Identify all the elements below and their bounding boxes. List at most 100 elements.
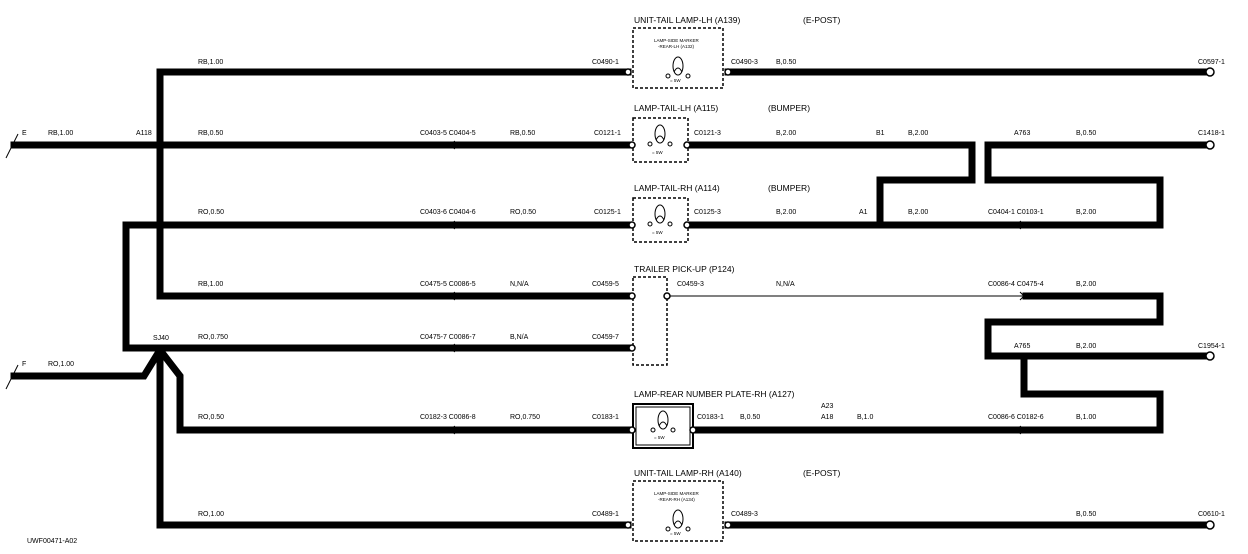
splice-label: A1	[859, 209, 868, 216]
wire-row7-left	[156, 346, 632, 529]
connector-pin	[628, 221, 636, 229]
tail-lamp-rh-epost-box	[632, 480, 724, 542]
inline-connector	[453, 140, 459, 150]
labels: UNIT-TAIL LAMP-LH (A139) (E-POST) LAMP-S…	[22, 15, 1225, 545]
connector-label: C0459-3	[677, 281, 704, 288]
connector-label: C0475-5 C0086-5	[420, 281, 476, 288]
splice-a765	[1020, 352, 1028, 360]
ground-terminal	[1205, 351, 1215, 361]
connector-label: C0403-6 C0404-6	[420, 209, 476, 216]
connector-label: C0121-3	[694, 130, 721, 137]
connector-pin	[628, 344, 636, 352]
connector-pin	[624, 68, 632, 76]
connector-pin	[724, 521, 732, 529]
ground-terminal	[1205, 520, 1215, 530]
comp-title: UNIT-TAIL LAMP-RH (A140)	[634, 468, 742, 478]
tail-lamp-lh-epost-box	[632, 27, 724, 89]
connector-pin	[628, 426, 636, 434]
ground-terminal	[1205, 140, 1215, 150]
comp-inner: -REAR-RH (A134)	[658, 497, 695, 502]
comp-title: LAMP-TAIL-RH (A114)	[634, 183, 720, 193]
connector-label: C1954-1	[1198, 343, 1225, 350]
wire-label: B,1.0	[857, 414, 873, 421]
wire-label: RO,0.50	[510, 209, 536, 216]
wire-label: RO,1.00	[198, 511, 224, 518]
comp-title: TRAILER PICK-UP (P124)	[634, 264, 735, 274]
wire-label: B,0.50	[776, 59, 796, 66]
connector-label: C0183-1	[592, 414, 619, 421]
inline-connector	[453, 425, 459, 435]
comp-location: (BUMPER)	[768, 103, 810, 113]
connector-label: C0489-3	[731, 511, 758, 518]
connector-pin	[628, 141, 636, 149]
bulb-icon	[665, 509, 691, 532]
bulb-icon	[647, 124, 673, 147]
wire-label: RO,1.00	[48, 361, 74, 368]
wire-label: B,2.00	[908, 209, 928, 216]
connector-label: C0403-5 C0404-5	[420, 130, 476, 137]
wire-row3-left	[122, 221, 636, 352]
wire-label: B,0.50	[1076, 130, 1096, 137]
wire-row6-left	[155, 345, 636, 434]
wire-label: RB,1.00	[198, 281, 223, 288]
connector-label: C0490-3	[731, 59, 758, 66]
bulb-icon	[647, 204, 673, 227]
inline-connector	[1019, 220, 1025, 230]
ground-terminal	[1205, 67, 1215, 77]
connector-label: C0121-1	[594, 130, 621, 137]
connector-label: C0086-4 C0475-4	[988, 281, 1044, 288]
wire-a765-loop	[1020, 352, 1164, 434]
comp-tag: = 5W	[654, 435, 665, 440]
splice-label: A23	[821, 403, 834, 410]
number-plate-lamp-inner	[635, 406, 691, 446]
comp-location: (E-POST)	[803, 15, 840, 25]
bulbs	[647, 56, 691, 532]
input-break-f	[5, 364, 19, 390]
splice-a23	[824, 426, 832, 434]
inline-connector	[453, 343, 459, 353]
connector-pin	[724, 68, 732, 76]
comp-tag: = 5W	[670, 531, 681, 536]
wire-label: B,1.00	[1076, 414, 1096, 421]
wire-label: B,2.00	[1076, 209, 1096, 216]
wire-row4-left	[156, 141, 636, 300]
wire-label: RB,0.50	[510, 130, 535, 137]
connector-label: C0404-1 C0103-1	[988, 209, 1044, 216]
wire-label: RB,0.50	[198, 130, 223, 137]
connector-label: C0459-7	[592, 334, 619, 341]
connector-label: C0086-6 C0182-6	[988, 414, 1044, 421]
input-e-label: E	[22, 130, 27, 137]
comp-location: (E-POST)	[803, 468, 840, 478]
splice-label: A765	[1014, 343, 1030, 350]
connector-label: C0182-3 C0086-8	[420, 414, 476, 421]
wire-f-input	[10, 345, 165, 380]
wire-row1-left	[156, 68, 632, 149]
input-f-label: F	[22, 361, 26, 368]
inline-connector	[453, 220, 459, 230]
connectors	[5, 67, 1215, 530]
wire-label: B,0.50	[1076, 511, 1096, 518]
comp-tag: = 5W	[652, 230, 663, 235]
connector-pin	[683, 141, 691, 149]
connector-label: C0597-1	[1198, 59, 1225, 66]
wire-label: B,2.00	[776, 130, 796, 137]
inline-connector	[1019, 291, 1025, 301]
input-break-e	[5, 133, 19, 159]
comp-tag: = 5W	[670, 78, 681, 83]
comp-inner: -REAR-LH (A132)	[658, 44, 695, 49]
lamp-tail-lh-box	[632, 117, 689, 163]
wire-label: RB,1.00	[198, 59, 223, 66]
comp-inner: LAMP-SIDE MARKER	[654, 38, 700, 43]
connector-label: C0125-1	[594, 209, 621, 216]
connector-label: C0489-1	[592, 511, 619, 518]
splice-label: B1	[876, 130, 885, 137]
connector-label: C0125-3	[694, 209, 721, 216]
inline-connector	[453, 291, 459, 301]
inline-connector	[1019, 425, 1025, 435]
connector-label: C0459-5	[592, 281, 619, 288]
connector-label: C0475-7 C0086-7	[420, 334, 476, 341]
wire-label: B,2.00	[776, 209, 796, 216]
wire-label: RO,0.50	[198, 209, 224, 216]
comp-inner: LAMP-SIDE MARKER	[654, 491, 700, 496]
